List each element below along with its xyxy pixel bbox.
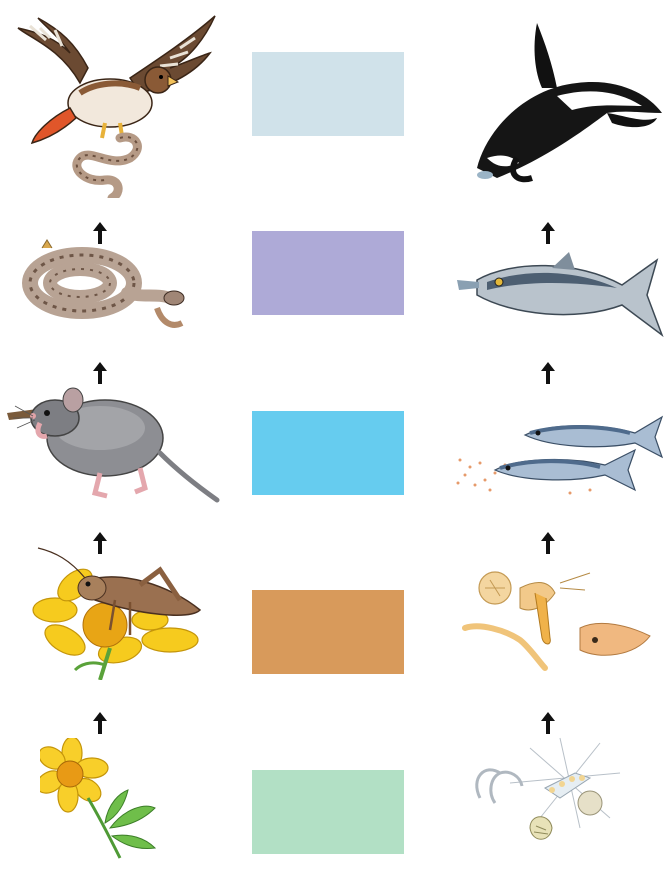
sardines-icon [450,405,665,500]
hawk-icon [10,8,220,198]
arrow-up-icon [540,532,556,554]
phytoplankton-icon [470,718,650,868]
level-box-primary-consumer [252,590,404,674]
arrow-up-icon [540,362,556,384]
level-box-carnivore [252,231,404,315]
grasshopper-icon [30,540,210,680]
zooplankton-icon [460,568,660,673]
level-box-secondary-consumer [252,411,404,495]
level-box-producer [252,770,404,854]
arrow-up-icon [540,222,556,244]
tuna-icon [457,250,665,342]
marine-food-chain [445,0,665,871]
terrestrial-food-chain [0,0,220,871]
flower-icon [40,738,165,863]
rattlesnake-icon [22,238,192,338]
orca-icon [457,18,665,188]
level-box-top-carnivore [252,52,404,136]
arrow-up-icon [92,712,108,734]
mouse-icon [5,378,220,513]
